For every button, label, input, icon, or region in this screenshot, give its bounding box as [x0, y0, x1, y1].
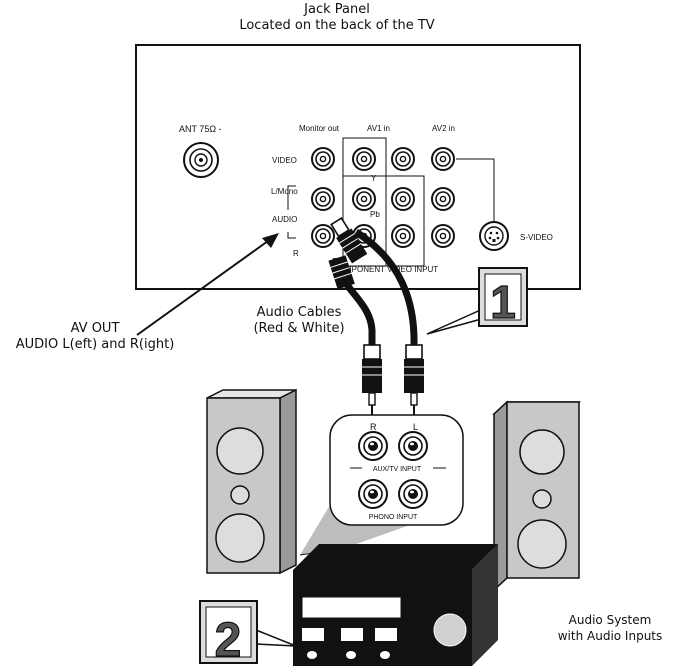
- pb-label: Pb: [370, 210, 380, 219]
- step1-inner: [484, 273, 522, 321]
- av-out-callout: AV OUT AUDIO L(eft) and R(ight): [0, 321, 190, 353]
- receiver-button-3: [375, 628, 397, 641]
- step1-pointer: [426, 306, 486, 335]
- monitor-audio-l-jack: [311, 187, 335, 211]
- phono-input-label: PHONO INPUT: [369, 514, 418, 521]
- step1-number: 1: [490, 276, 516, 328]
- receiver-knob-3: [380, 651, 390, 659]
- av2-audio-l-jack: [431, 187, 455, 211]
- receiver-top-edge: [299, 547, 491, 557]
- antenna-jack-icon: [183, 142, 219, 178]
- volume-knob: [433, 613, 467, 647]
- ant-label: ANT 75Ω ‐: [179, 124, 222, 134]
- monitor-audio-r-jack: [311, 224, 335, 248]
- av-out-arrowhead: [262, 233, 279, 248]
- av1-audio-jack: [391, 147, 415, 171]
- video-label: VIDEO: [272, 156, 297, 165]
- l-mono-label: L/Mono: [271, 187, 298, 196]
- audio-label: AUDIO: [272, 215, 297, 224]
- cables-line1: Audio Cables: [256, 305, 342, 320]
- audio-system-callout: Audio System with Audio Inputs: [545, 612, 675, 644]
- av1-video-jack: [352, 147, 376, 171]
- step2-pointer: [255, 628, 297, 647]
- r-label: R: [293, 249, 299, 258]
- svideo-jack-icon: [479, 221, 509, 251]
- audio-system-line2: with Audio Inputs: [557, 629, 663, 643]
- title-block: Jack Panel Located on the back of the TV: [187, 2, 487, 34]
- aux-tv-input-label: AUX/TV INPUT: [373, 466, 422, 473]
- receiver-plug-l: [404, 344, 424, 415]
- aux-l-jack: [398, 431, 428, 461]
- av1-pr-jack: [391, 224, 415, 248]
- panel-shadow: [300, 505, 410, 555]
- av-out-arrow: [136, 240, 269, 336]
- cables-line2: (Red & White): [253, 321, 345, 336]
- receiver-l-label: L: [413, 422, 418, 432]
- receiver-r-label: R: [370, 422, 377, 432]
- monitor-out-label: Monitor out: [299, 124, 340, 133]
- aux-r-jack: [358, 431, 388, 461]
- tv-plug-white: [330, 217, 368, 264]
- cables-callout: Audio Cables (Red & White): [234, 305, 364, 337]
- step2-inner: [205, 606, 252, 658]
- audio-system-line1: Audio System: [568, 613, 652, 627]
- av2-audio-r-jack: [431, 224, 455, 248]
- y-label: Y: [371, 174, 377, 183]
- receiver-display: [301, 596, 402, 619]
- cable-white: [354, 229, 418, 346]
- receiver-button-1: [302, 628, 324, 641]
- av2-in-label: AV2 in: [432, 124, 455, 133]
- title-line1: Jack Panel: [304, 2, 370, 17]
- av1-y-jack: [352, 187, 376, 211]
- phono-l-jack: [398, 479, 428, 509]
- tv-plug-red: [328, 255, 355, 290]
- av-out-line2: AUDIO L(eft) and R(ight): [15, 337, 175, 352]
- receiver-plug-r: [362, 344, 382, 415]
- left-speaker: [206, 388, 297, 575]
- av2-video-jack: [431, 147, 455, 171]
- av1-audio-jack-2: [391, 187, 415, 211]
- receiver-knob-1: [307, 651, 317, 659]
- svideo-link-line: [456, 158, 495, 223]
- receiver-button-2: [341, 628, 363, 641]
- av1-in-label: AV1 in: [367, 124, 390, 133]
- step2-number: 2: [215, 614, 242, 666]
- audio-bracket: [287, 185, 296, 239]
- receiver-knob-2: [346, 651, 356, 659]
- monitor-video-jack: [311, 147, 335, 171]
- av-out-line1: AV OUT: [70, 321, 120, 336]
- receiver-side: [472, 544, 498, 666]
- svideo-label: S-VIDEO: [520, 233, 553, 242]
- component-label: COMPONENT VIDEO INPUT: [333, 265, 438, 274]
- receiver-top: [293, 544, 498, 570]
- phono-r-jack: [358, 479, 388, 509]
- title-line2: Located on the back of the TV: [239, 18, 435, 33]
- right-speaker: [492, 400, 581, 592]
